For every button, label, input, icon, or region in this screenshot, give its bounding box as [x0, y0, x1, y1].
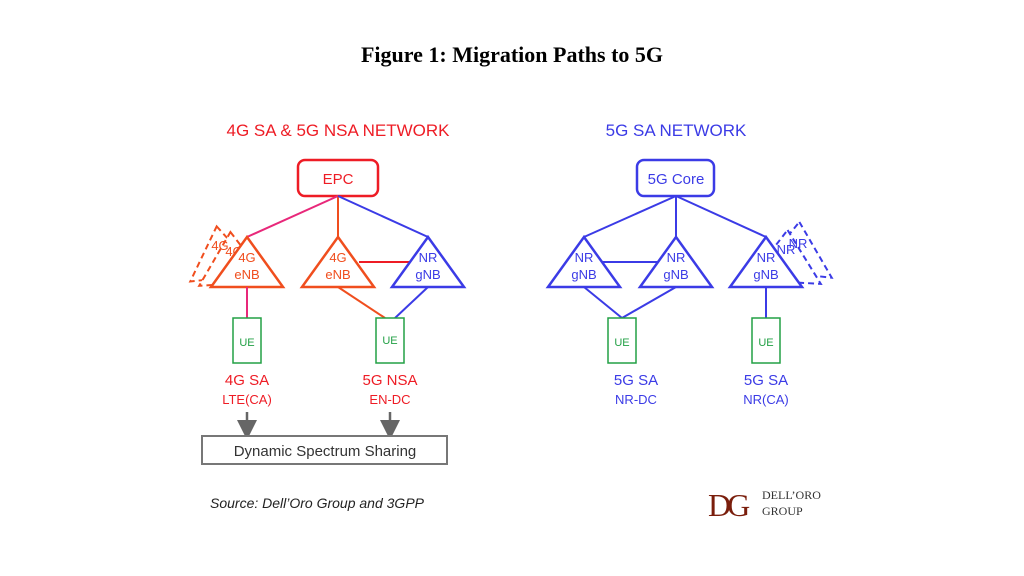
gnb-c-label-line2: gNB: [753, 267, 778, 282]
figure-title: Figure 1: Migration Paths to 5G: [361, 42, 663, 67]
logo-monogram: DG: [708, 487, 750, 523]
mode-5g-sa-a-name: 5G SA: [614, 372, 658, 389]
epc-label: EPC: [323, 171, 354, 188]
link-enb-b-ue-b: [337, 286, 386, 319]
mode-5g-nsa-name: 5G NSA: [362, 372, 417, 389]
enb-a-ghost-label-1: 4G: [211, 238, 228, 253]
enb-b-label-line1: 4G: [329, 250, 346, 265]
left-network-heading: 4G SA & 5G NSA NETWORK: [227, 121, 451, 140]
ue-b-label: UE: [382, 335, 397, 347]
gnb-c-ghost-label-1: NR: [789, 236, 808, 251]
enb-b-label-line2: eNB: [325, 267, 350, 282]
enb-a-label-line1: 4G: [238, 250, 255, 265]
right-network-heading: 5G SA NETWORK: [606, 121, 747, 140]
mode-5g-sa-b-name: 5G SA: [744, 372, 788, 389]
mode-5g-nsa-sub: EN-DC: [369, 392, 410, 407]
ue-a-box: [232, 317, 262, 364]
gnb-b-label-line2: gNB: [663, 267, 688, 282]
mode-5g-sa-b-sub: NR(CA): [743, 392, 789, 407]
gnb-a-label-line2: gNB: [571, 267, 596, 282]
mode-4g-sa-name: 4G SA: [225, 372, 269, 389]
gnb-c-label-line1: NR: [757, 250, 776, 265]
enb-a-label-line2: eNB: [234, 267, 259, 282]
link-gnb-b-ue-a: [621, 286, 677, 319]
link-epc-enb-a: [246, 195, 339, 238]
gnb-c-ghost-label-2: NR: [777, 242, 796, 257]
ue-right-a-label: UE: [614, 337, 629, 349]
link-core-gnb-a: [583, 195, 677, 238]
link-epc-gnb: [337, 195, 429, 238]
logo-line1: DELL’ORO: [762, 488, 821, 502]
gnb-left-label-line1: NR: [419, 250, 438, 265]
dss-box: [201, 435, 448, 465]
ue-right-b-label: UE: [758, 337, 773, 349]
link-gnb-ue-b: [394, 286, 429, 319]
ue-right-b-box: [751, 317, 781, 364]
gnb-a-label-line1: NR: [575, 250, 594, 265]
source-note: Source: Dell’Oro Group and 3GPP: [210, 495, 425, 511]
delloro-logo: DG DELL’ORO GROUP: [708, 487, 821, 523]
gnb-b-label-line1: NR: [667, 250, 686, 265]
link-gnb-a-ue-a: [583, 286, 623, 319]
ue-a-label: UE: [239, 337, 254, 349]
link-core-gnb-c: [675, 195, 767, 238]
dss-label: Dynamic Spectrum Sharing: [234, 443, 417, 460]
ue-right-a-box: [607, 317, 637, 364]
logo-line2: GROUP: [762, 504, 803, 518]
mode-5g-sa-a-sub: NR-DC: [615, 392, 657, 407]
5g-core-label: 5G Core: [648, 171, 705, 188]
gnb-left-label-line2: gNB: [415, 267, 440, 282]
ue-b-box: [375, 317, 405, 364]
mode-4g-sa-sub: LTE(CA): [222, 392, 272, 407]
